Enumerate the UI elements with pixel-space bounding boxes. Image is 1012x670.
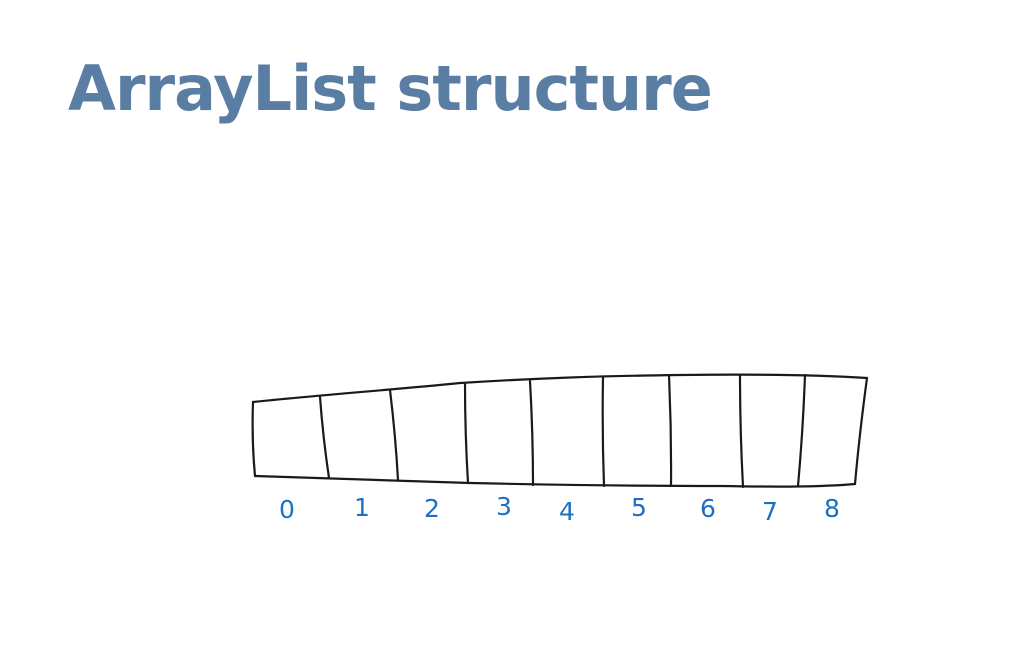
slide-title: ArrayList structure bbox=[68, 52, 713, 125]
cell-divider bbox=[388, 388, 400, 482]
index-label-8: 8 bbox=[824, 494, 840, 523]
array-outline bbox=[251, 373, 869, 488]
array-top-edge bbox=[251, 373, 869, 404]
index-label-1: 1 bbox=[354, 493, 370, 522]
array-left-edge bbox=[251, 400, 257, 478]
cell-divider bbox=[528, 379, 535, 487]
array-bottom-edge bbox=[253, 474, 857, 488]
index-labels: 0 1 2 3 4 5 6 7 8 bbox=[279, 492, 840, 526]
index-label-4: 4 bbox=[559, 497, 575, 526]
index-label-5: 5 bbox=[631, 493, 647, 522]
cell-dividers bbox=[318, 373, 807, 489]
index-label-7: 7 bbox=[762, 497, 778, 526]
cell-divider bbox=[601, 375, 606, 488]
index-label-3: 3 bbox=[496, 492, 512, 521]
cell-divider bbox=[738, 373, 745, 489]
cell-divider bbox=[667, 374, 673, 488]
index-label-6: 6 bbox=[700, 494, 716, 523]
cell-divider bbox=[463, 382, 470, 485]
cell-divider bbox=[796, 373, 807, 488]
cell-divider bbox=[318, 395, 331, 480]
array-right-edge bbox=[853, 376, 869, 486]
index-label-0: 0 bbox=[279, 495, 295, 524]
index-label-2: 2 bbox=[424, 494, 440, 523]
